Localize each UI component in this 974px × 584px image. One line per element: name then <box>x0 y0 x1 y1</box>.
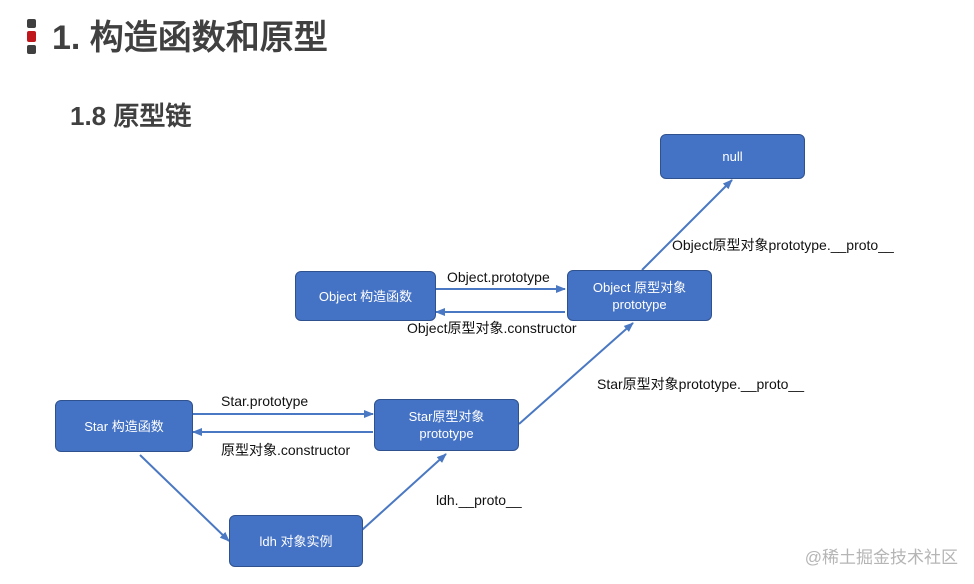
star-prototype-label-line2: prototype <box>419 426 474 441</box>
arrow-object-proto-to-null <box>641 179 733 271</box>
label-star-proto-to-object: Star原型对象prototype.__proto__ <box>597 376 804 392</box>
star-constructor-node: Star 构造函数 <box>55 400 193 452</box>
ldh-instance-node: ldh 对象实例 <box>229 515 363 567</box>
star-prototype-label-line1: Star原型对象 <box>408 409 485 424</box>
star-constructor-label: Star 构造函数 <box>84 418 164 434</box>
label-ldh-proto: ldh.__proto__ <box>436 492 522 508</box>
label-object-constructor: Object原型对象.constructor <box>407 320 577 336</box>
title-marker-bottom <box>27 45 36 54</box>
null-node-label: null <box>722 149 743 164</box>
label-object-proto-to-null: Object原型对象prototype.__proto__ <box>672 237 894 253</box>
section-title: 1.8 原型链 <box>70 101 192 131</box>
object-constructor-label: Object 构造函数 <box>318 288 413 304</box>
title-marker-top <box>27 19 36 28</box>
arrow-star-to-instance <box>139 454 230 542</box>
label-star-constructor: 原型对象.constructor <box>221 442 351 458</box>
label-star-prototype: Star.prototype <box>221 393 309 409</box>
object-constructor-node: Object 构造函数 <box>295 271 436 321</box>
null-node: null <box>660 134 805 179</box>
object-prototype-label-line1: Object 原型对象 <box>592 279 687 295</box>
object-prototype-node: Object 原型对象 prototype <box>567 270 712 321</box>
watermark: @稀土掘金技术社区 <box>804 548 958 567</box>
star-prototype-node: Star原型对象 prototype <box>374 399 519 451</box>
label-object-prototype: Object.prototype <box>447 269 550 285</box>
title-marker-accent <box>27 31 36 42</box>
object-prototype-label-line2: prototype <box>612 296 667 312</box>
arrow-ldh-proto <box>361 453 447 531</box>
page-title: 1. 构造函数和原型 <box>52 19 328 57</box>
ldh-instance-label: ldh 对象实例 <box>259 533 333 549</box>
arrow-star-proto-to-object <box>518 322 634 425</box>
